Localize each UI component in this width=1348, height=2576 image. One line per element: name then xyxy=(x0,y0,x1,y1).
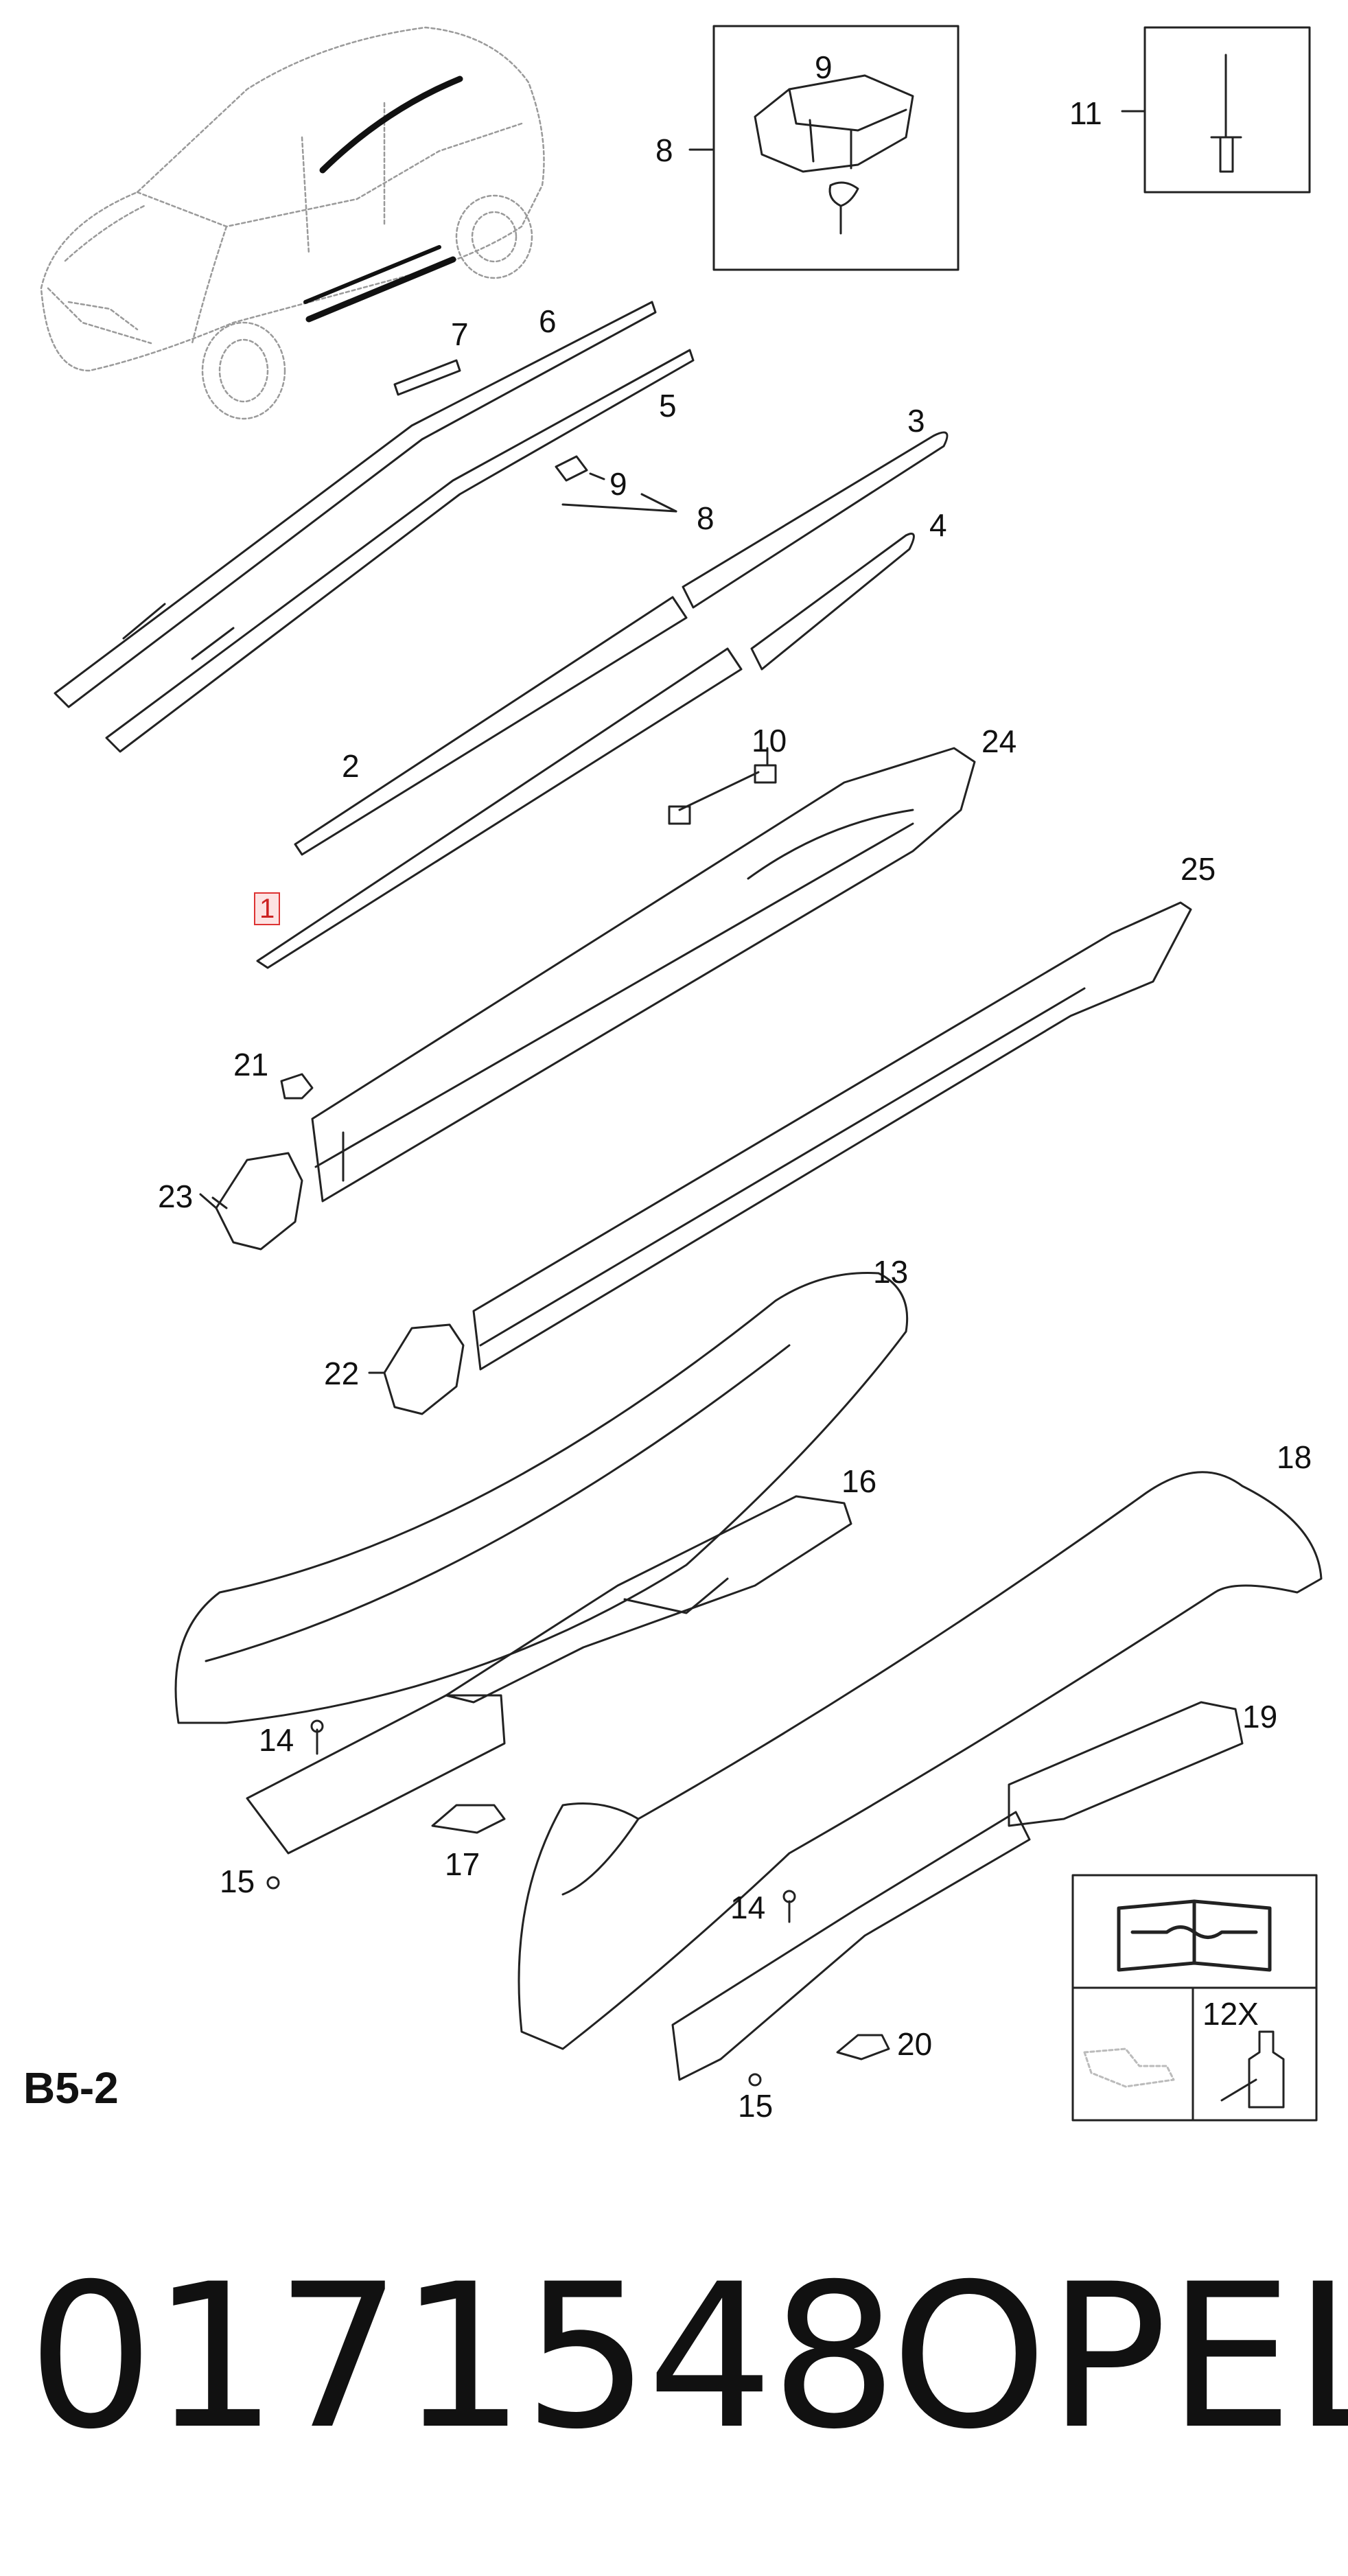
callout-14a: 14 xyxy=(259,1722,294,1758)
bracket-16-lower xyxy=(246,1694,506,1855)
grease-applicator-icon xyxy=(1083,2047,1175,2088)
door-molding-1 xyxy=(256,647,743,969)
callout-6: 6 xyxy=(539,303,557,339)
side-sill-25 xyxy=(472,901,1192,1371)
part-number: 0171548 xyxy=(27,2242,898,2473)
clip-10 xyxy=(668,764,777,825)
callout-15b: 15 xyxy=(738,2088,774,2124)
door-molding-3 xyxy=(682,431,949,609)
spoiler-18 xyxy=(518,1471,1323,2050)
callout-16: 16 xyxy=(841,1463,877,1499)
callout-5: 5 xyxy=(659,388,677,423)
callout-25: 25 xyxy=(1181,851,1216,887)
callout-24: 24 xyxy=(981,723,1017,759)
callout-7: 7 xyxy=(451,316,469,352)
callout-4: 4 xyxy=(929,507,947,543)
end-cap-23 xyxy=(211,1152,303,1251)
bracket-19 xyxy=(671,1701,1244,2081)
clip-21 xyxy=(280,1073,314,1100)
callout-13: 13 xyxy=(873,1254,909,1290)
clip-detail-illustration xyxy=(754,74,914,235)
callout-15a: 15 xyxy=(220,1864,255,1899)
callout-9: 9 xyxy=(609,466,627,502)
rivet-illustration xyxy=(1210,54,1242,173)
callout-11: 11 xyxy=(1069,95,1102,131)
spoiler-13 xyxy=(174,1272,909,1724)
rivet-detail-box xyxy=(1143,26,1311,194)
callout-20: 20 xyxy=(897,2026,933,2062)
side-sill-24 xyxy=(311,747,976,1203)
car-overview-illustration xyxy=(40,26,545,420)
screw-14b xyxy=(782,1890,796,1923)
clip-detail-box xyxy=(712,25,960,271)
callout-17: 17 xyxy=(445,1846,480,1882)
roof-molding-6 xyxy=(54,301,657,708)
callout-10: 10 xyxy=(752,723,787,758)
section-code: B5-2 xyxy=(23,2063,119,2113)
nut-15a xyxy=(266,1876,280,1890)
callout-9-box: 9 xyxy=(815,49,833,85)
legend-box xyxy=(1071,1874,1318,2122)
callout-2: 2 xyxy=(342,748,360,784)
nut-15b xyxy=(748,2073,762,2087)
strip-7 xyxy=(393,359,461,396)
callout-21: 21 xyxy=(233,1047,269,1082)
callout-23: 23 xyxy=(158,1179,194,1214)
bracket-16 xyxy=(445,1495,852,1704)
callout-14b: 14 xyxy=(730,1890,766,1925)
callout-22: 22 xyxy=(324,1356,360,1391)
callout-19: 19 xyxy=(1242,1699,1278,1734)
callout-1: 1 xyxy=(254,892,281,925)
leader-line-23 xyxy=(199,1193,218,1209)
brand-name: OPEL xyxy=(891,2242,1348,2473)
end-cap-22 xyxy=(383,1323,465,1415)
door-molding-4 xyxy=(750,533,915,671)
clip-20 xyxy=(836,2034,890,2061)
callout-8: 8 xyxy=(697,500,714,536)
clip-17 xyxy=(431,1804,506,1834)
door-molding-2 xyxy=(294,596,688,856)
callout-18: 18 xyxy=(1277,1439,1312,1475)
leader-line-9-small xyxy=(589,472,605,480)
callout-8-box: 8 xyxy=(655,132,673,168)
leader-line-8-small xyxy=(640,493,677,513)
car-overview-highlights xyxy=(303,76,463,323)
screw-14a xyxy=(310,1719,324,1755)
adhesive-bottle-icon xyxy=(1220,2030,1285,2109)
clip-9-8-small xyxy=(555,455,677,513)
manual-wrench-icon xyxy=(1117,1899,1272,1972)
roof-molding-5 xyxy=(105,349,695,753)
legend-quantity: 12X xyxy=(1202,1996,1259,2032)
callout-3: 3 xyxy=(907,403,925,439)
